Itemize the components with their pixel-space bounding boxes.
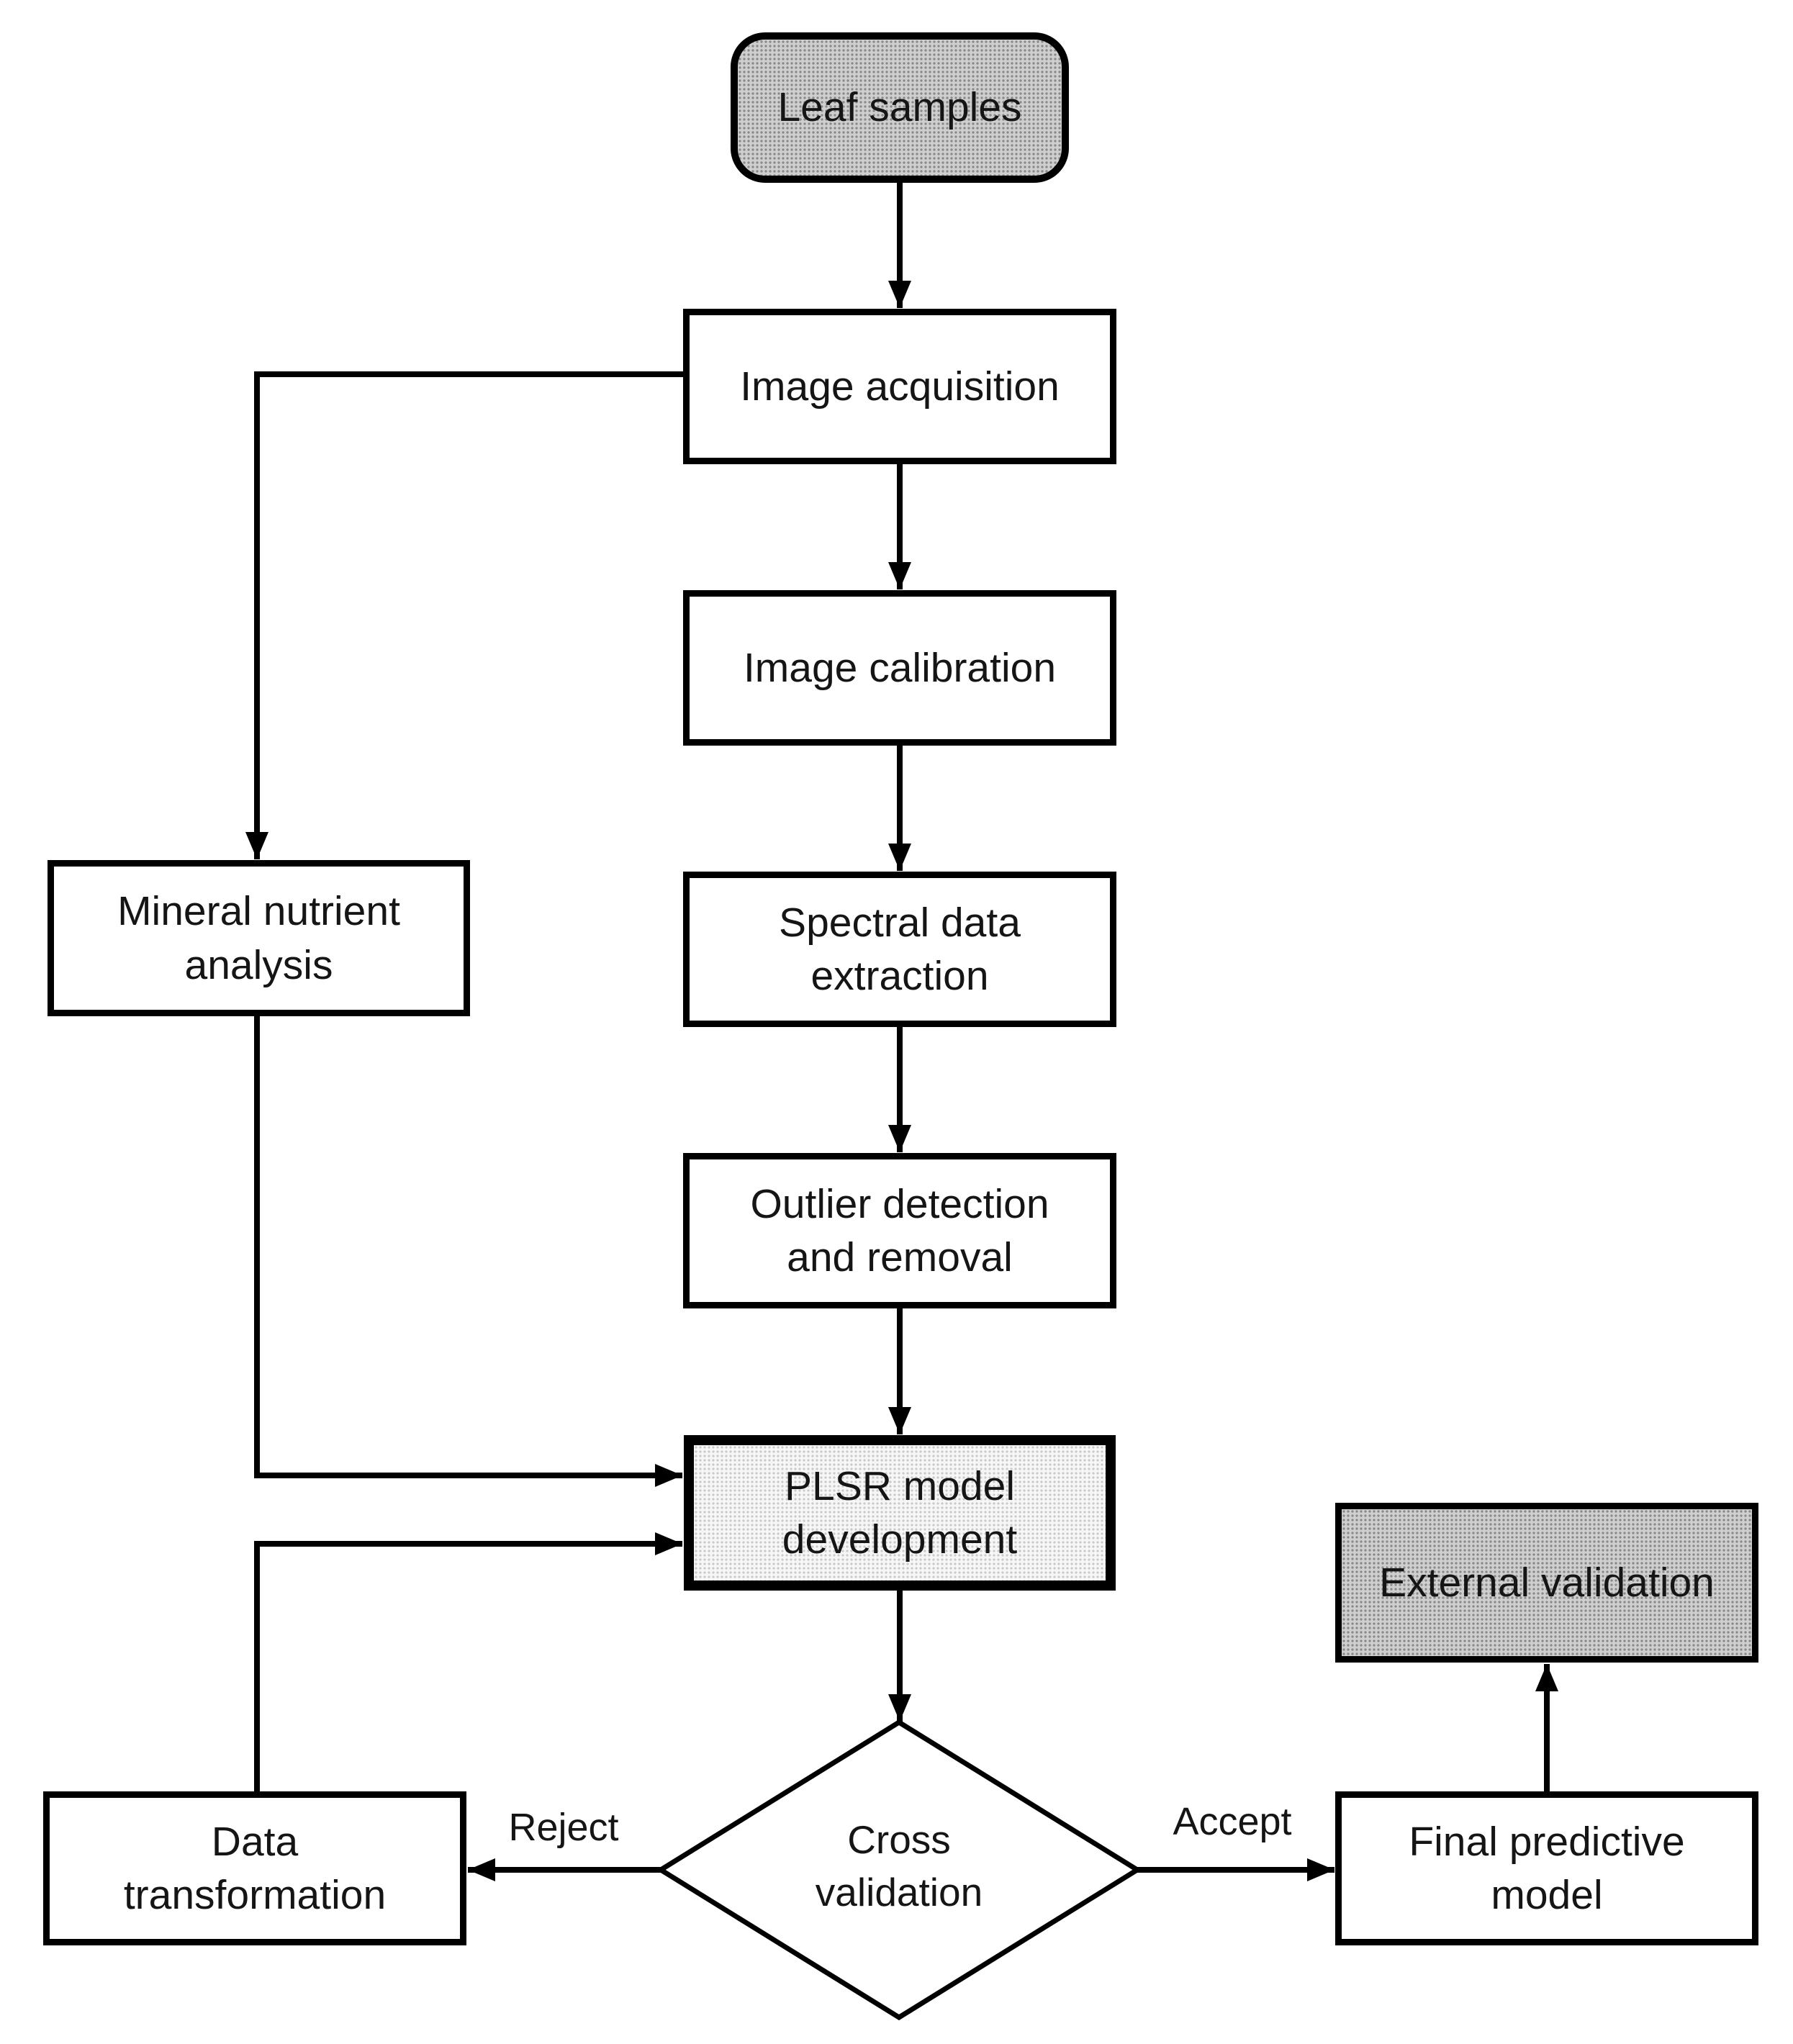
node-data-transformation: Data transformation: [43, 1791, 466, 1945]
node-label: development: [782, 1516, 1018, 1563]
node-image-acquisition: Image acquisition: [683, 309, 1116, 464]
node-mineral-nutrient-analysis: Mineral nutrient analysis: [48, 860, 470, 1016]
node-label: PLSR model: [785, 1462, 1015, 1509]
cross-validation-diamond: [656, 1719, 1142, 2021]
node-label: Image calibration: [743, 644, 1057, 691]
node-label: and removal: [787, 1234, 1013, 1280]
node-leaf-samples: Leaf samples: [731, 32, 1069, 183]
node-label: model: [1491, 1872, 1603, 1918]
node-label: Leaf samples: [777, 84, 1022, 131]
node-cross-validation-label: Cross validation: [784, 1814, 1014, 1918]
node-label: Final predictive: [1409, 1818, 1685, 1865]
node-label: Cross: [847, 1817, 951, 1862]
node-label: Mineral nutrient: [117, 888, 400, 935]
edge-data-transformation-to-plsr-model: [254, 1532, 682, 1791]
edge-mineral-nutrient-analysis-to-plsr-model: [254, 1016, 682, 1487]
node-spectral-data-extraction: Spectral data extraction: [683, 872, 1116, 1027]
node-external-validation: External validation: [1335, 1503, 1758, 1663]
edge-label-accept: Accept: [1173, 1800, 1292, 1843]
node-label: validation: [815, 1869, 983, 1914]
edge-label-reject: Reject: [508, 1806, 619, 1849]
node-plsr-model-development: PLSR model development: [684, 1435, 1116, 1591]
node-image-calibration: Image calibration: [683, 590, 1116, 746]
node-label: transformation: [123, 1872, 387, 1918]
node-label: Outlier detection: [750, 1180, 1049, 1227]
node-outlier-detection-removal: Outlier detection and removal: [683, 1153, 1116, 1308]
node-label: analysis: [184, 941, 333, 988]
node-label: extraction: [810, 953, 989, 999]
node-label: Data: [211, 1818, 299, 1865]
node-label: External validation: [1379, 1559, 1715, 1606]
node-label: Spectral data: [779, 899, 1021, 946]
edge-image-acquisition-to-mineral-nutrient-analysis: [245, 371, 683, 859]
node-label: Image acquisition: [740, 363, 1060, 410]
node-final-predictive-model: Final predictive model: [1335, 1791, 1758, 1945]
